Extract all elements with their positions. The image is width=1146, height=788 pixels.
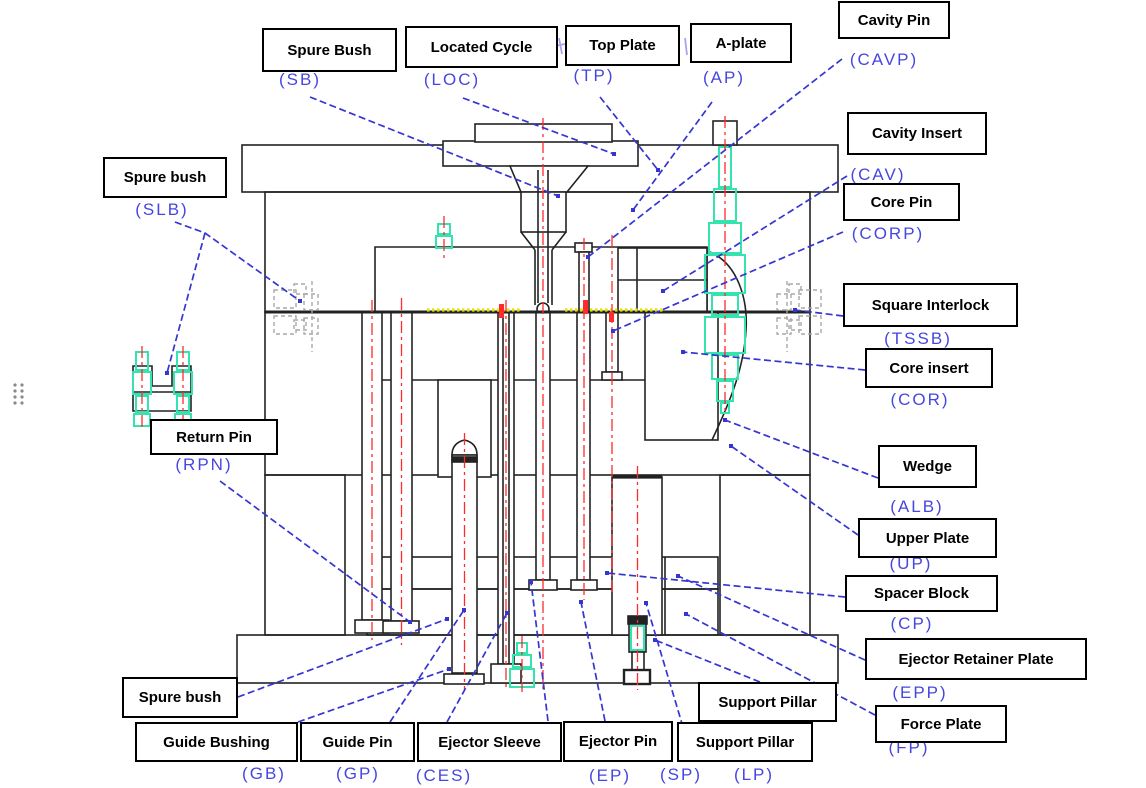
leader-dot-ejector-retainer-plate <box>676 574 680 578</box>
leader-dot-square-interlock <box>793 308 797 312</box>
latch-lock-left <box>273 281 319 352</box>
leader-dot-cavity-insert <box>661 289 665 293</box>
leader-lines-layer <box>165 58 879 728</box>
leader-dot-a-plate <box>631 208 635 212</box>
leader-line-upper-plate <box>730 445 859 536</box>
parting-red-marks <box>499 300 614 322</box>
ghost-text-marks <box>554 37 688 56</box>
leader-dot-spure-bush-left <box>298 299 302 303</box>
leader-dot-return-pin <box>408 620 412 624</box>
leader-line-spacer-block <box>606 572 846 598</box>
leader-dot-cavity-pin <box>586 255 590 259</box>
leader-line-cavity-pin <box>587 58 843 258</box>
drag-handle-icon[interactable] <box>11 381 27 407</box>
leader-line-square-interlock <box>794 309 844 317</box>
centerlines <box>141 116 726 692</box>
latch-lock-right <box>776 281 822 352</box>
leader-line-ejector-pin <box>580 601 606 722</box>
leader-line-spure-bush-bottom <box>237 618 448 698</box>
leader-dot-ejector-sleeve <box>505 611 509 615</box>
leader-dot-ejector-sleeve <box>529 580 533 584</box>
leader-dot-located-cycle <box>612 152 616 156</box>
leader-dot-support-pillar-upper <box>653 638 657 642</box>
leader-line-spure-bush-top <box>309 96 559 197</box>
leader-dot-wedge <box>723 418 727 422</box>
leader-line-support-pillar-lower <box>645 602 684 728</box>
leader-dot-guide-bushing <box>447 667 451 671</box>
leader-line-spure-bush-left <box>174 221 301 302</box>
leader-dot-spure-bush-bottom <box>445 617 449 621</box>
leader-dot-support-pillar-lower <box>644 601 648 605</box>
leader-dot-force-plate <box>684 612 688 616</box>
leader-line-support-pillar-upper <box>654 639 761 683</box>
leader-line-ejector-sleeve <box>530 581 549 722</box>
leader-dot-spure-bush-top <box>556 194 560 198</box>
leader-line-cavity-insert <box>662 175 848 292</box>
leader-dot-ejector-pin <box>579 600 583 604</box>
leader-dot-core-pin <box>611 329 615 333</box>
leader-line-spure-bush-left <box>166 232 206 374</box>
leader-line-core-insert <box>682 351 866 371</box>
leader-line-wedge <box>724 419 879 479</box>
leader-line-ejector-retainer-plate <box>677 575 866 661</box>
leader-line-a-plate <box>632 101 713 211</box>
leader-dot-guide-pin <box>462 608 466 612</box>
leader-dot-top-plate <box>656 168 660 172</box>
leader-dot-core-insert <box>681 350 685 354</box>
leader-dot-spure-bush-left <box>165 371 169 375</box>
leader-line-located-cycle <box>462 97 615 155</box>
leader-line-guide-pin <box>389 609 465 723</box>
leader-line-guide-bushing <box>297 668 450 723</box>
leader-dot-spacer-block <box>605 571 609 575</box>
leader-dot-upper-plate <box>729 444 733 448</box>
leader-line-return-pin <box>219 480 411 623</box>
drag-handle-dots <box>13 383 24 405</box>
leader-line-top-plate <box>599 96 659 171</box>
mold-plates <box>132 120 839 684</box>
leader-line-force-plate <box>685 613 876 716</box>
